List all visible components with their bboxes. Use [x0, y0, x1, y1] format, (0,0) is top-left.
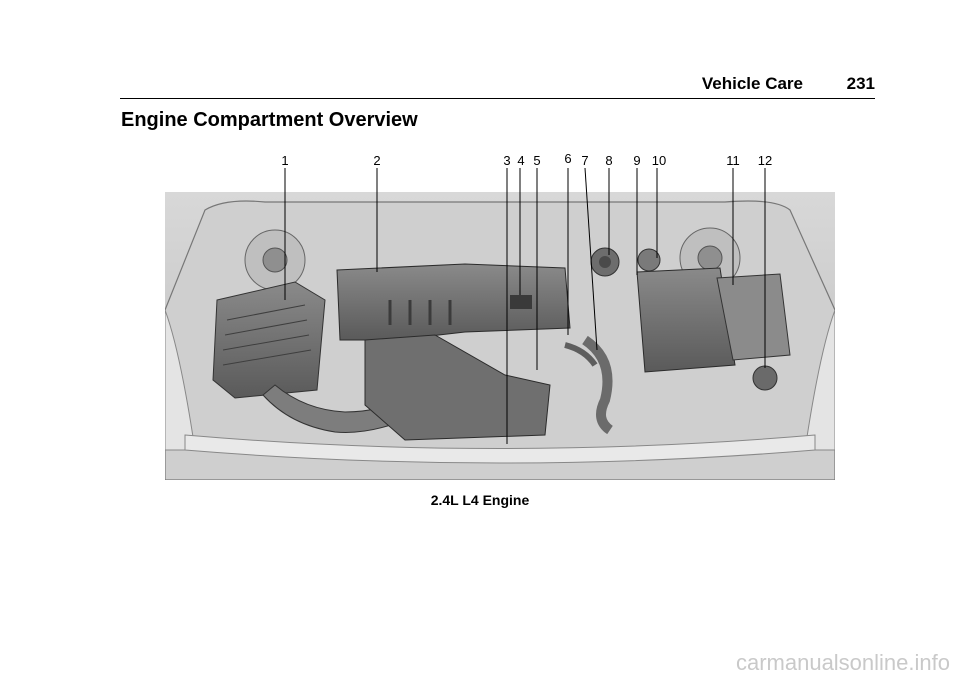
- callout-12: 12: [757, 153, 773, 168]
- callout-6: 6: [564, 151, 572, 166]
- callout-5: 5: [533, 153, 541, 168]
- header-section-title: Vehicle Care: [701, 74, 803, 93]
- callout-7: 7: [581, 153, 589, 168]
- section-title: Engine Compartment Overview: [121, 109, 418, 131]
- callout-10: 10: [651, 153, 667, 168]
- watermark: carmanualsonline.info: [735, 650, 950, 675]
- page-number: 231: [846, 74, 875, 93]
- callout-11: 11: [726, 153, 740, 168]
- figure-caption: 2.4L L4 Engine: [430, 492, 530, 508]
- callout-4: 4: [517, 153, 525, 168]
- callout-8: 8: [605, 153, 613, 168]
- callout-9: 9: [633, 153, 641, 168]
- running-header: Vehicle Care 231: [120, 72, 875, 99]
- callout-2: 2: [373, 153, 381, 168]
- engine-illustration-svg: [165, 167, 835, 480]
- callout-1: 1: [281, 153, 289, 168]
- engine-compartment-illustration: 1 2 3 4 5 6 7 8 9 10 11 12: [165, 150, 835, 480]
- callout-3: 3: [503, 153, 511, 168]
